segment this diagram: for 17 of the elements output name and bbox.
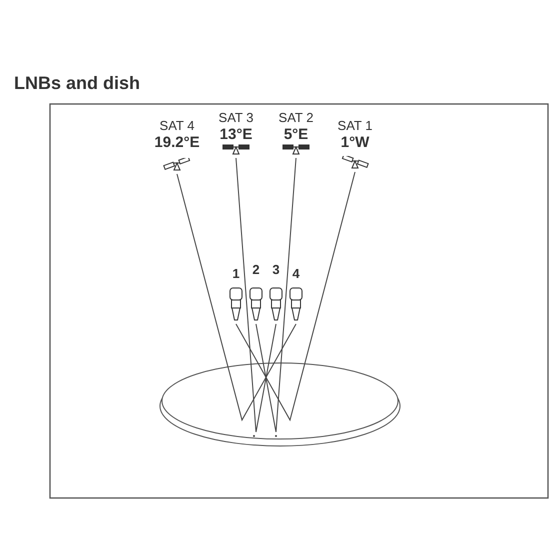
orbit-position: 19.2°E xyxy=(154,134,200,151)
orbit-position: 13°E xyxy=(220,126,252,143)
signal-line xyxy=(236,172,356,422)
signal-line xyxy=(256,158,296,432)
signal-line xyxy=(236,158,276,432)
lnb-number: 2 xyxy=(252,262,260,277)
satellite-name: SAT 2 xyxy=(278,110,314,125)
lnb-number: 1 xyxy=(232,266,240,281)
lnb-number: 3 xyxy=(272,262,280,277)
satellite-name: SAT 1 xyxy=(338,118,372,133)
orbit-position: 5°E xyxy=(284,126,308,143)
title: LNBs and dish xyxy=(14,73,140,94)
lnb-number: 4 xyxy=(292,266,300,281)
orbit-position: 1°W xyxy=(340,134,370,151)
satellite-name: SAT 3 xyxy=(218,110,254,125)
satellite-name: SAT 4 xyxy=(160,118,194,133)
signal-line xyxy=(176,174,296,422)
